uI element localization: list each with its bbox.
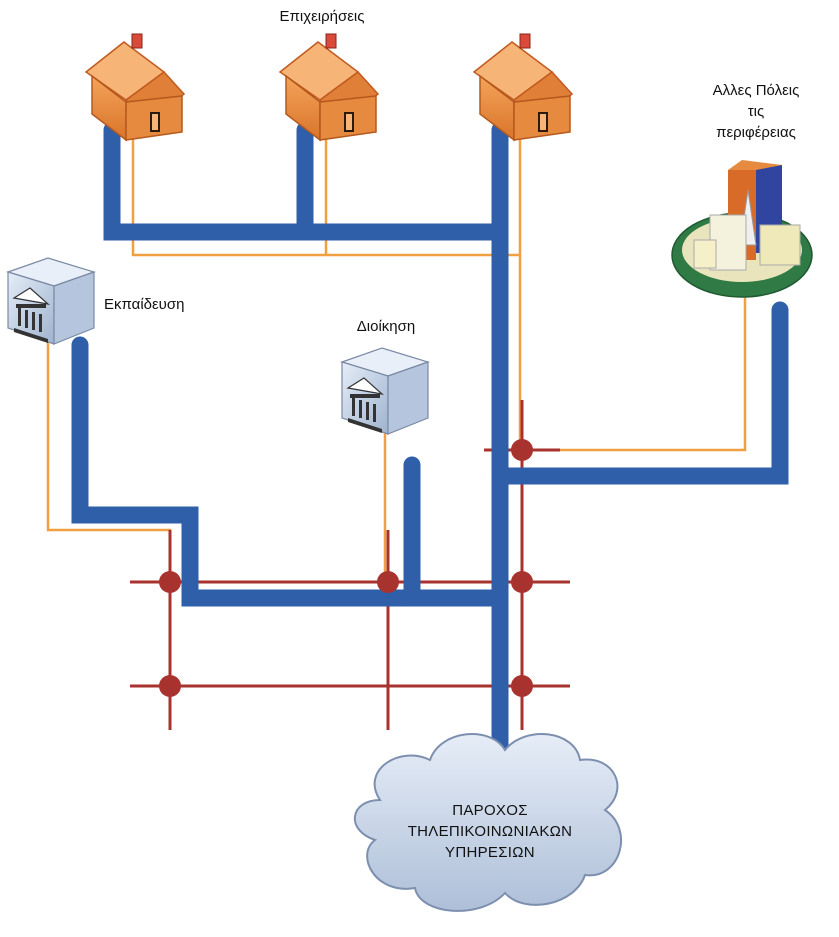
network-junction-node bbox=[377, 571, 399, 593]
label-provider: ΠΑΡΟΧΟΣ ΤΗΛΕΠΙΚΟΙΝΩΝΙΑΚΩΝ ΥΠΗΡΕΣΙΩΝ bbox=[408, 800, 573, 863]
label-administration: Διοίκηση bbox=[356, 318, 416, 335]
label-other-cities-line1: Αλλες Πόλεις bbox=[712, 82, 800, 99]
junction-nodes bbox=[159, 439, 533, 697]
backbone bbox=[71, 121, 789, 764]
label-other-cities-line2: τις bbox=[747, 103, 765, 120]
label-other-cities-line3: περιφέρειας bbox=[716, 124, 796, 141]
cloud-icon bbox=[354, 733, 622, 912]
label-education: Εκπαίδευση bbox=[104, 296, 185, 313]
label-provider-line3: ΥΠΗΡΕΣΙΩΝ bbox=[445, 844, 535, 861]
label-businesses: Επιχειρήσεις bbox=[279, 8, 365, 25]
network-junction-node bbox=[511, 571, 533, 593]
label-provider-line2: ΤΗΛΕΠΙΚΟΙΝΩΝΙΑΚΩΝ bbox=[407, 823, 573, 840]
network-junction-node bbox=[159, 675, 181, 697]
city-icon bbox=[671, 160, 813, 298]
network-junction-node bbox=[159, 571, 181, 593]
network-junction-node bbox=[511, 675, 533, 697]
fiber-links bbox=[46, 130, 747, 585]
label-other-cities: Αλλες Πόλεις τις περιφέρειας bbox=[713, 80, 800, 143]
network-junction-node bbox=[511, 439, 533, 461]
label-provider-line1: ΠΑΡΟΧΟΣ bbox=[452, 802, 528, 819]
